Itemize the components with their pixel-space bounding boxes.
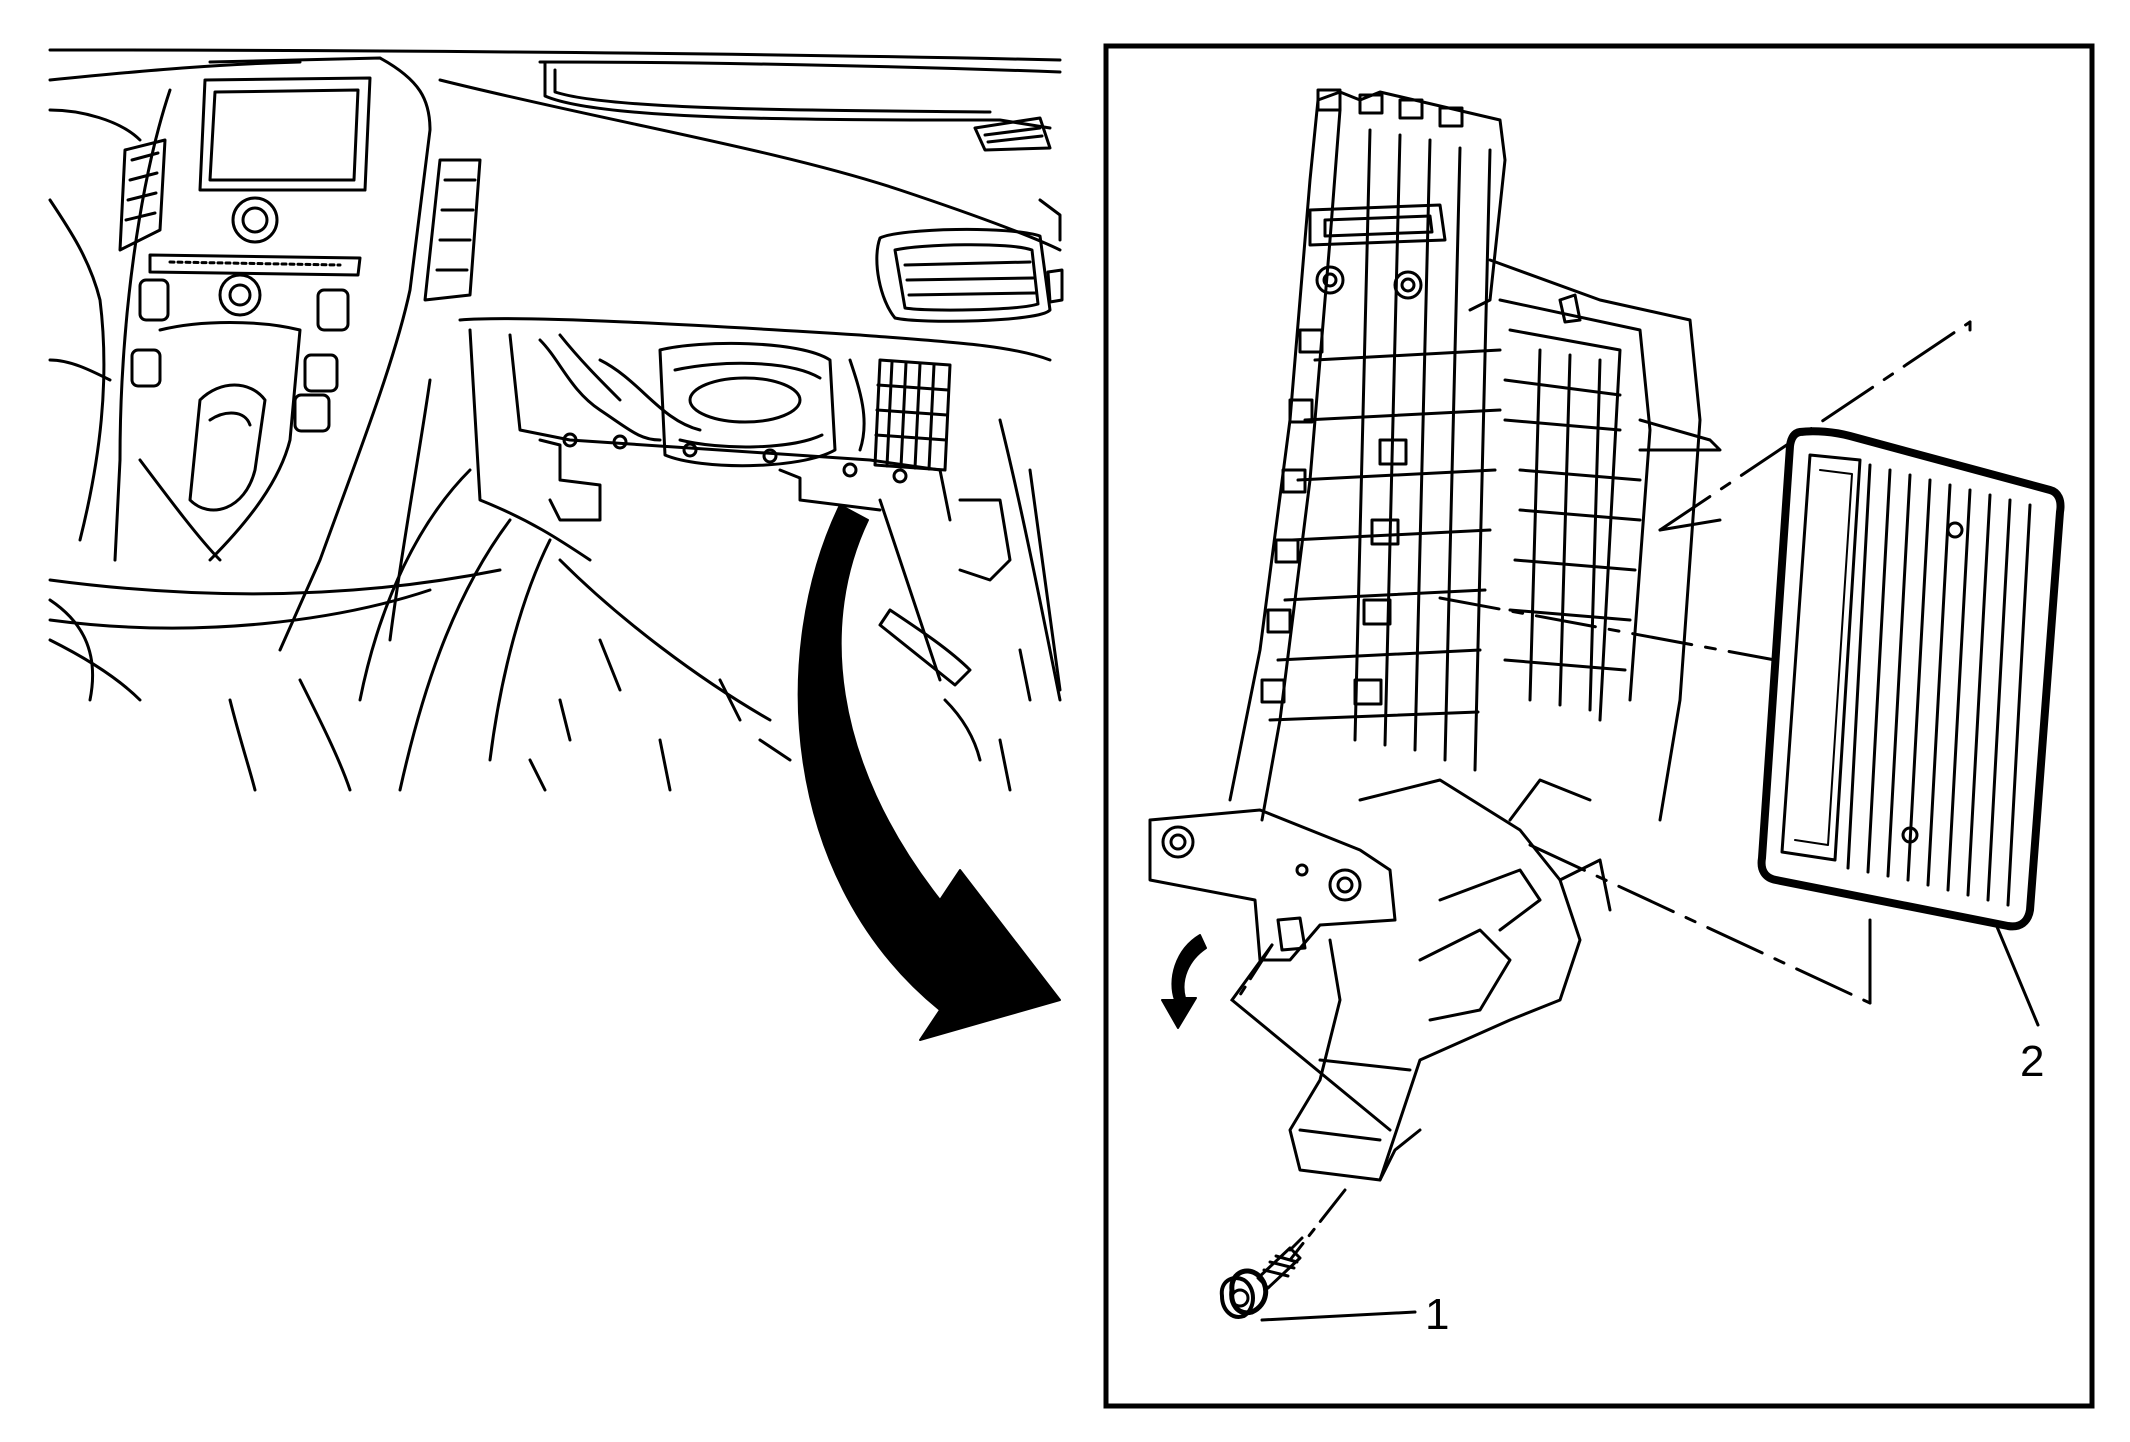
instrument-panel-overview <box>48 48 1064 792</box>
detail-frame <box>1103 43 2095 1409</box>
callout-leaders <box>1260 920 2040 1322</box>
alignment-lines <box>1229 320 1972 1262</box>
callout-1-leader <box>1260 1310 1417 1322</box>
callout-2-leader <box>1993 920 2040 1027</box>
callout-1-label: 1 <box>1425 1290 1450 1339</box>
electronic-module <box>1757 427 2065 931</box>
fastener-screw <box>1219 1236 1304 1319</box>
small-curved-arrow-icon <box>1161 934 1207 1029</box>
curved-arrow-icon <box>797 504 1061 1041</box>
callout-2-label: 2 <box>2020 1037 2045 1086</box>
module-bracket <box>1148 88 1722 1182</box>
